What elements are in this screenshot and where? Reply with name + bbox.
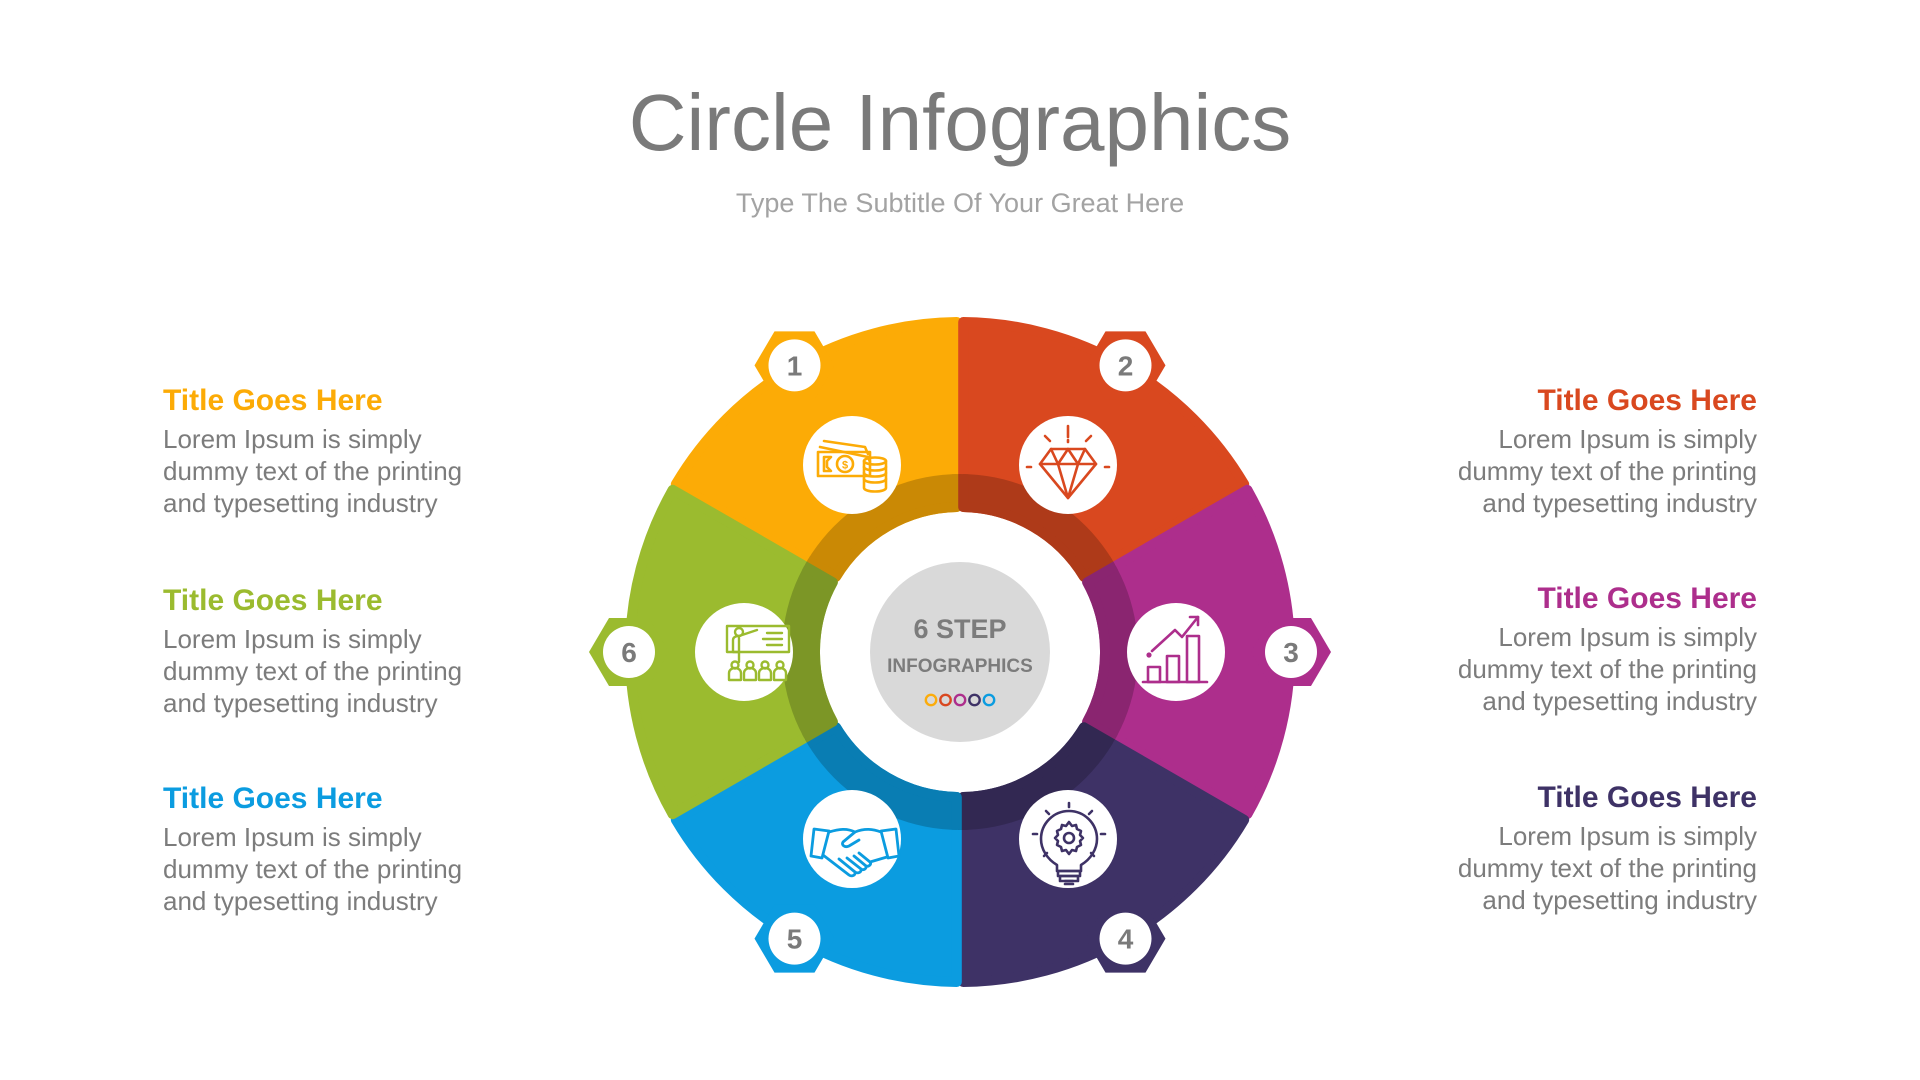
svg-text:$: $ <box>842 460 848 472</box>
step-4-body-line: and typesetting industry <box>1482 885 1757 915</box>
handshake-icon <box>809 827 901 878</box>
step-4-title: Title Goes Here <box>1537 781 1757 814</box>
step-1-title: Title Goes Here <box>163 384 383 417</box>
step-6-body-line: Lorem Ipsum is simply <box>163 624 422 654</box>
step-3-body-line: dummy text of the printing <box>1457 654 1757 684</box>
center-color-dots <box>924 693 996 707</box>
step-3-body-line: and typesetting industry <box>1482 686 1757 716</box>
step-1-body-line: Lorem Ipsum is simply <box>163 424 422 454</box>
diamond-icon <box>1025 424 1111 500</box>
presentation-icon <box>725 624 791 682</box>
number-circle-2 <box>1099 339 1152 392</box>
step-number-6: 6 <box>621 637 637 668</box>
step-1-text-block: Title Goes Here Lorem Ipsum is simply du… <box>163 383 523 519</box>
money-coins-icon: $ <box>816 439 888 493</box>
step-number-1: 1 <box>787 350 803 381</box>
step-6-body: Lorem Ipsum is simply dummy text of the … <box>163 623 523 719</box>
step-2-body-line: Lorem Ipsum is simply <box>1498 424 1757 454</box>
center-dot-5 <box>982 693 996 707</box>
step-2-text-block: Title Goes Here Lorem Ipsum is simply du… <box>1397 383 1757 519</box>
step-5-body-line: Lorem Ipsum is simply <box>163 822 422 852</box>
step-1-body-line: dummy text of the printing <box>163 456 463 486</box>
number-circle-3 <box>1265 626 1317 678</box>
lightbulb-gear-icon <box>1031 801 1107 886</box>
segment-inner-band-5 <box>782 722 962 830</box>
step-3-body: Lorem Ipsum is simply dummy text of the … <box>1397 621 1757 717</box>
center-dot-4 <box>968 693 981 707</box>
step-1-body-line: and typesetting industry <box>163 488 438 518</box>
step-2-title: Title Goes Here <box>1537 384 1757 417</box>
step-2-body-line: dummy text of the printing <box>1457 456 1757 486</box>
center-dot-2 <box>939 693 952 707</box>
step-6-body-line: and typesetting industry <box>163 688 438 718</box>
step-4-body-line: dummy text of the printing <box>1457 853 1757 883</box>
step-number-4: 4 <box>1118 924 1134 955</box>
step-3-body-line: Lorem Ipsum is simply <box>1498 622 1757 652</box>
growth-chart-icon <box>1141 615 1209 684</box>
step-4-body: Lorem Ipsum is simply dummy text of the … <box>1397 820 1757 916</box>
step-5-text-block: Title Goes Here Lorem Ipsum is simply du… <box>163 781 523 917</box>
step-6-title: Title Goes Here <box>163 584 383 617</box>
step-2-body-line: and typesetting industry <box>1482 488 1757 518</box>
step-6-text-block: Title Goes Here Lorem Ipsum is simply du… <box>163 583 523 719</box>
page-subtitle: Type The Subtitle Of Your Great Here <box>735 188 1185 218</box>
step-3-title: Title Goes Here <box>1537 582 1757 615</box>
center-title: 6 STEP <box>913 614 1006 644</box>
center-dot-3 <box>953 693 967 707</box>
center-subtitle: INFOGRAPHICS <box>887 656 1033 677</box>
segment-inner-band-2 <box>958 474 1138 582</box>
step-5-body-line: and typesetting industry <box>163 886 438 916</box>
step-number-2: 2 <box>1118 350 1134 381</box>
step-6-body-line: dummy text of the printing <box>163 656 463 686</box>
step-number-3: 3 <box>1283 637 1299 668</box>
step-4-text-block: Title Goes Here Lorem Ipsum is simply du… <box>1397 780 1757 916</box>
step-1-body: Lorem Ipsum is simply dummy text of the … <box>163 423 523 519</box>
step-5-body-line: dummy text of the printing <box>163 854 463 884</box>
step-number-badges: 1 2 3 4 5 6 <box>589 331 1331 973</box>
number-circle-4 <box>1099 912 1152 965</box>
page-title: Circle Infographics <box>628 78 1292 167</box>
number-circle-5 <box>768 912 821 965</box>
icon-circle-4 <box>1019 790 1117 889</box>
icon-circle-3 <box>1127 603 1225 701</box>
center-circle <box>870 562 1050 742</box>
step-4-body-line: Lorem Ipsum is simply <box>1498 821 1757 851</box>
step-5-title: Title Goes Here <box>163 782 383 815</box>
center-dot-1 <box>924 693 938 707</box>
step-number-5: 5 <box>787 924 803 955</box>
segment-inner-band-1 <box>782 474 962 582</box>
step-3-text-block: Title Goes Here Lorem Ipsum is simply du… <box>1397 581 1757 717</box>
number-circle-1 <box>768 339 821 392</box>
segment-inner-band-4 <box>958 722 1138 830</box>
number-circle-6 <box>603 626 655 678</box>
step-5-body: Lorem Ipsum is simply dummy text of the … <box>163 821 523 917</box>
icon-circle-5 <box>803 790 901 889</box>
step-2-body: Lorem Ipsum is simply dummy text of the … <box>1397 423 1757 519</box>
